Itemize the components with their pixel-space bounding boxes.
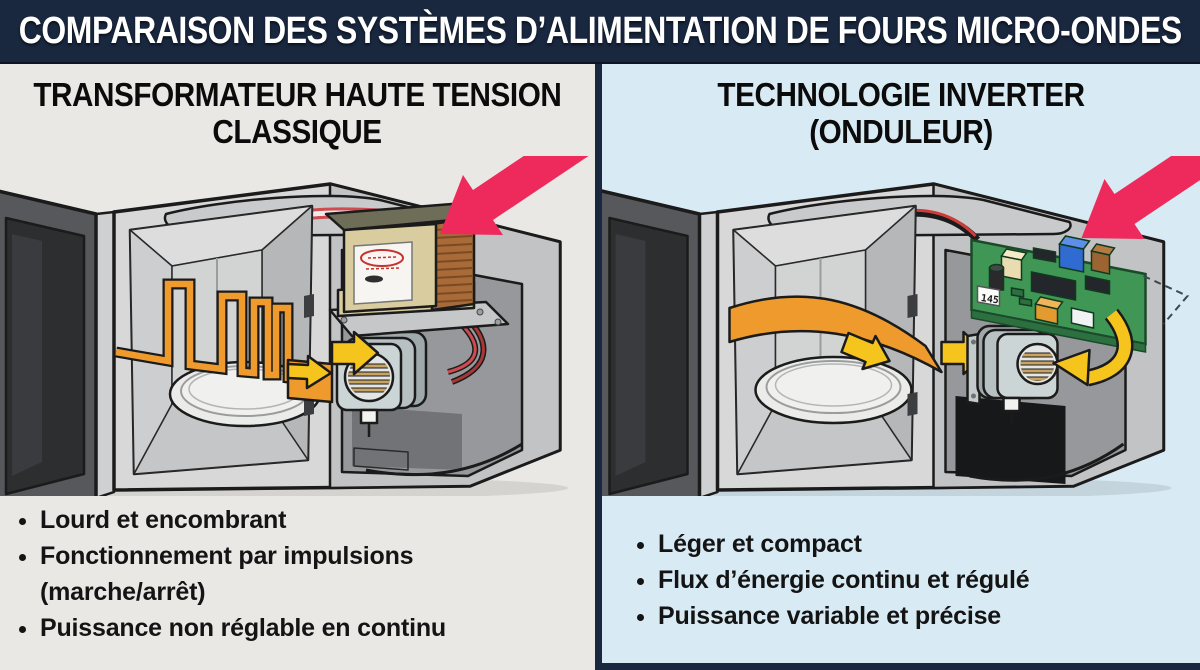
panel-inverter: TECHNOLOGIE INVERTER (ONDULEUR) bbox=[602, 64, 1200, 670]
inverter-microwave-svg: 145 bbox=[602, 156, 1200, 496]
oven-door bbox=[602, 189, 719, 496]
panel-classic-header: TRANSFORMATEUR HAUTE TENSION CLASSIQUE bbox=[0, 64, 595, 156]
pcb-ic-chip bbox=[1030, 271, 1077, 301]
door-latch-bottom bbox=[907, 392, 918, 416]
magnetron-antenna bbox=[359, 408, 379, 425]
magnetron-antenna bbox=[1002, 396, 1021, 413]
oven-door bbox=[0, 189, 116, 496]
inverter-feature-2: Flux d’énergie continu et régulé bbox=[658, 562, 1190, 598]
inverter-microwave-illustration: 145 bbox=[602, 156, 1200, 496]
highlight-arrow-transformer bbox=[440, 156, 589, 235]
pcb-label: 145 bbox=[980, 293, 999, 306]
hv-transformer bbox=[324, 202, 510, 338]
title-banner: COMPARAISON DES SYSTÈMES D’ALIMENTATION … bbox=[0, 0, 1200, 64]
classic-microwave-illustration bbox=[0, 156, 595, 496]
energy-arrow-to-magnetron bbox=[330, 330, 380, 376]
panel-inverter-title-line2: (ONDULEUR) bbox=[809, 112, 993, 150]
oven-cavity bbox=[732, 204, 917, 476]
inverter-feature-1: Léger et compact bbox=[658, 526, 1190, 562]
classic-feature-1: Lourd et encombrant bbox=[40, 502, 585, 538]
turntable-plate bbox=[754, 355, 913, 425]
main-title: COMPARAISON DES SYSTÈMES D’ALIMENTATION … bbox=[18, 9, 1182, 52]
panel-classic-transformer: TRANSFORMATEUR HAUTE TENSION CLASSIQUE bbox=[0, 64, 595, 670]
panel-inverter-header: TECHNOLOGIE INVERTER (ONDULEUR) bbox=[602, 64, 1200, 156]
inverter-feature-3: Puissance variable et précise bbox=[658, 598, 1190, 634]
door-latch-top bbox=[907, 294, 918, 318]
inverter-pcb: 145 bbox=[970, 235, 1190, 353]
highlight-arrow-pcb bbox=[1081, 156, 1200, 239]
vent-slot bbox=[353, 447, 409, 471]
panel-divider bbox=[595, 64, 602, 670]
door-latch-top bbox=[304, 294, 314, 318]
inverter-features-list: Léger et compact Flux d’énergie continu … bbox=[602, 496, 1200, 663]
continuous-flow-ribbon bbox=[728, 295, 943, 374]
classic-feature-2: Fonctionnement par impulsions (marche/ar… bbox=[40, 538, 585, 610]
classic-microwave-svg bbox=[0, 156, 589, 496]
regulated-flow-arrow bbox=[1052, 308, 1134, 387]
comparison-panels: TRANSFORMATEUR HAUTE TENSION CLASSIQUE bbox=[0, 64, 1200, 670]
energy-arrow-inside bbox=[286, 354, 333, 390]
panel-classic-title-line2: CLASSIQUE bbox=[212, 112, 383, 150]
classic-feature-3: Puissance non réglable en continu bbox=[40, 610, 585, 646]
magnetron bbox=[966, 324, 1059, 425]
classic-features-list: Lourd et encombrant Fonctionnement par i… bbox=[0, 496, 595, 670]
panel-classic-title-line1: TRANSFORMATEUR HAUTE TENSION bbox=[33, 76, 562, 113]
transformer-label bbox=[353, 241, 413, 305]
panel-inverter-title-line1: TECHNOLOGIE INVERTER bbox=[717, 76, 1085, 113]
pcb-hidden-edge bbox=[1143, 275, 1190, 325]
